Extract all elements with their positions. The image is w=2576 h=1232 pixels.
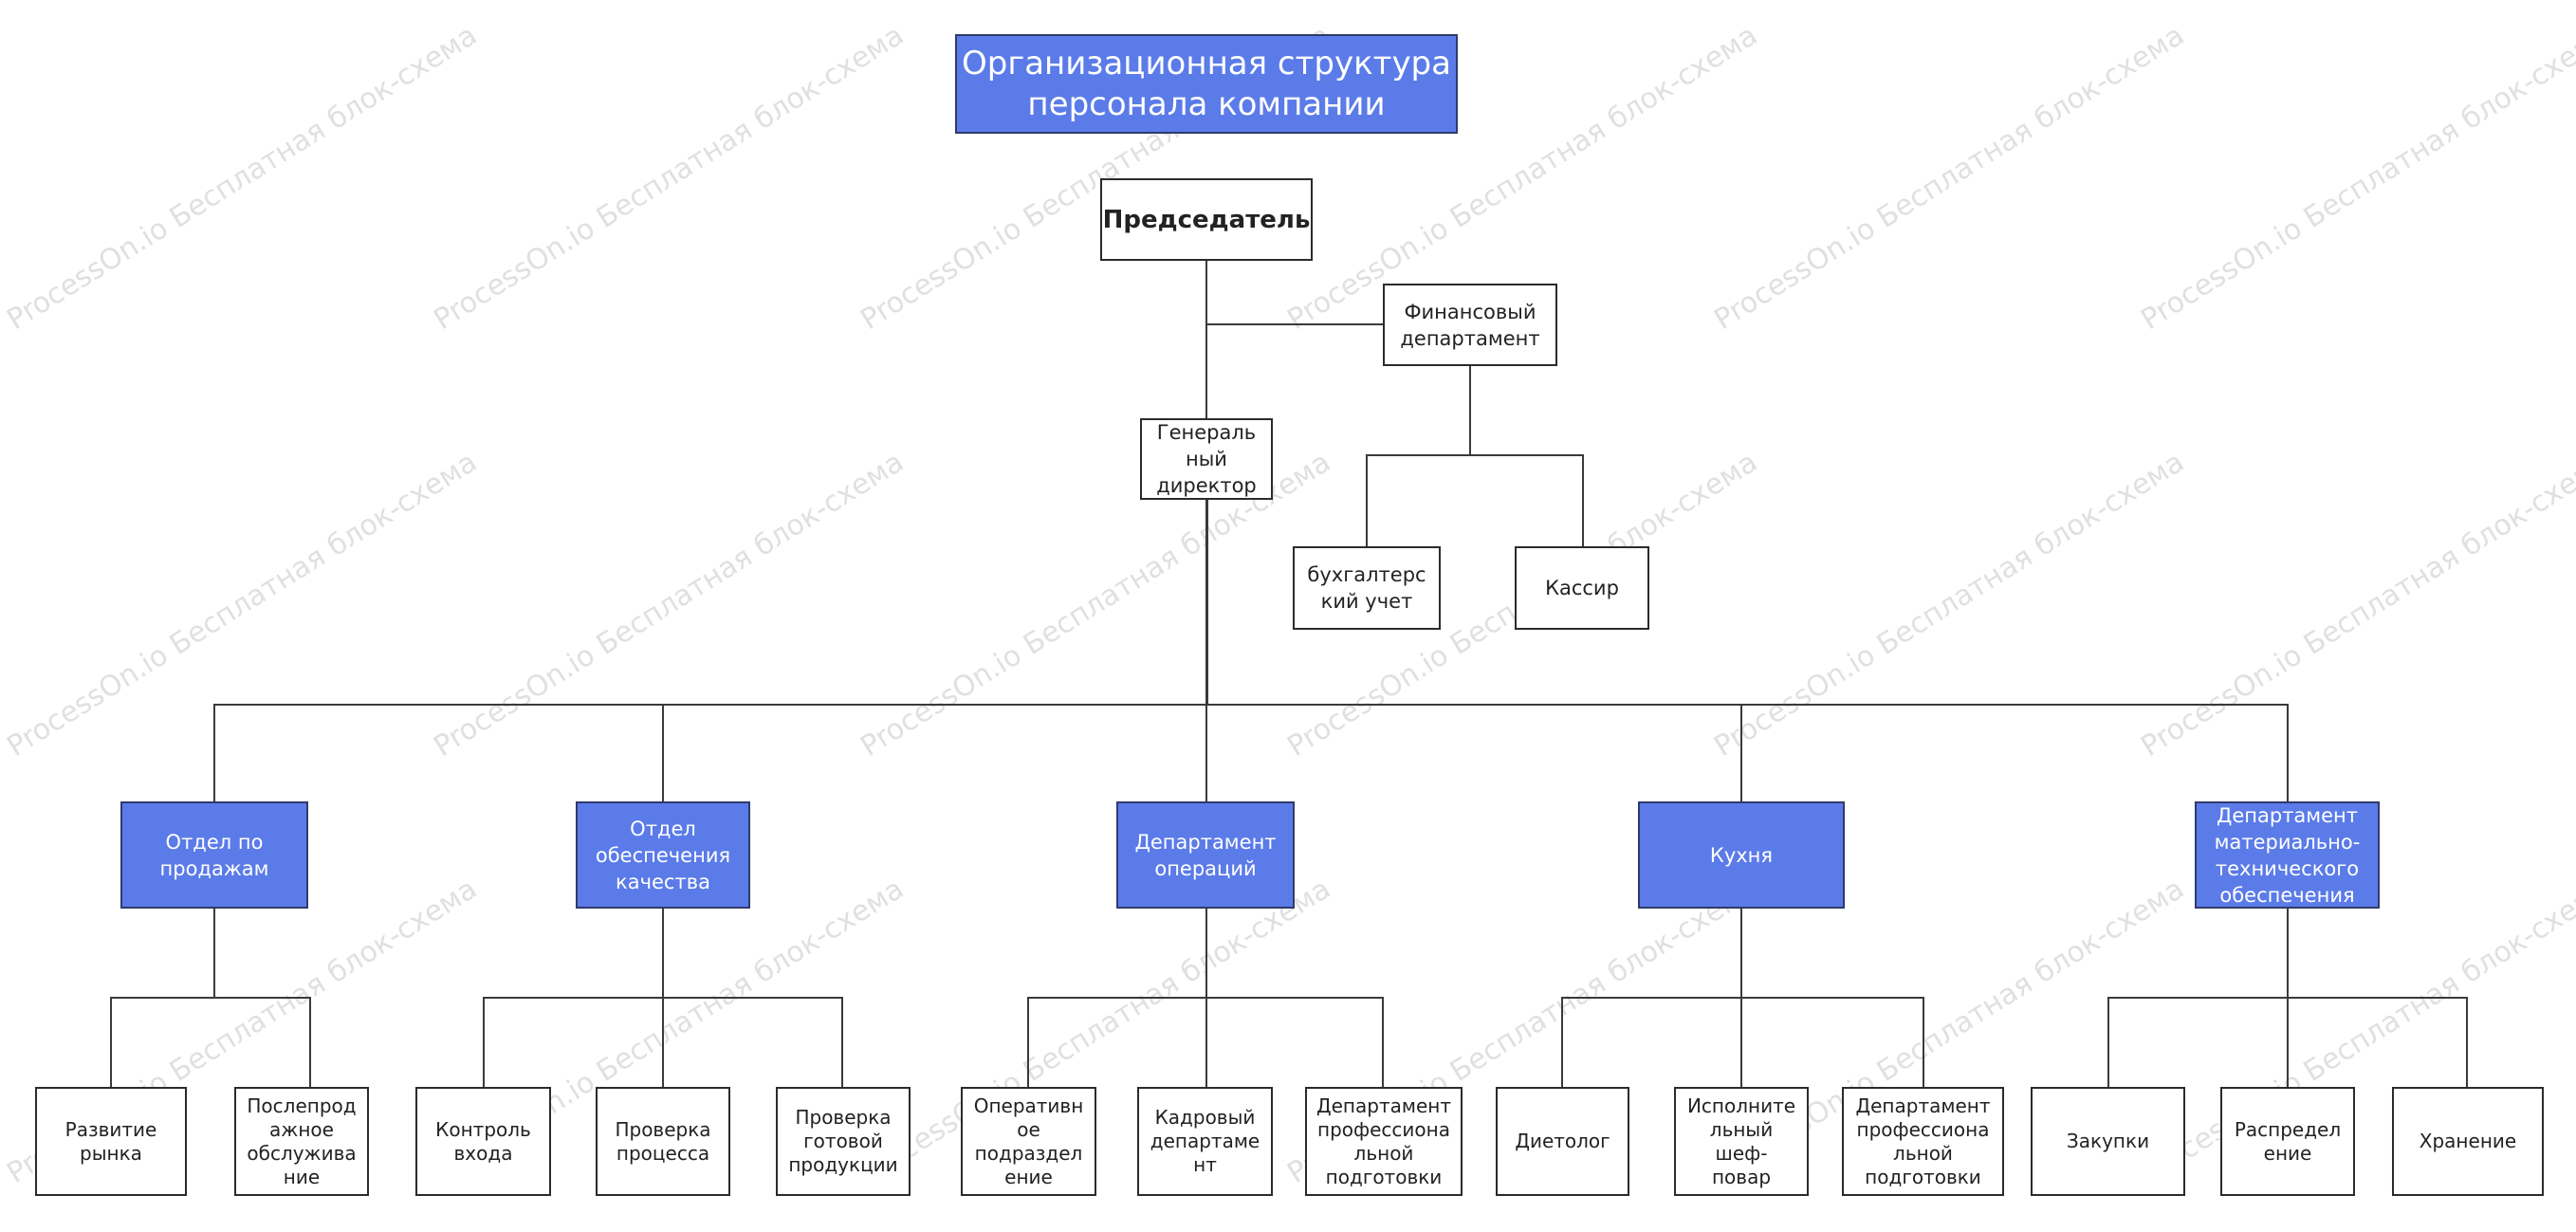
node-qa[interactable]: Отдел обеспечения качества [576,801,750,909]
node-market-dev[interactable]: Развитие рынка [35,1087,187,1196]
connector [2287,997,2289,1088]
watermark: ProcessOn.io Бесплатная блок-схема [1708,18,2191,337]
node-label: Развитие рынка [64,1117,157,1165]
node-distribution[interactable]: Распредел ение [2220,1087,2355,1196]
connector [1205,260,1207,419]
node-dietitian[interactable]: Диетолог [1496,1087,1629,1196]
node-hr[interactable]: Кадровый департаме нт [1137,1087,1273,1196]
connector [110,997,311,999]
connector [2466,997,2468,1088]
chart-title: Организационная структура персонала комп… [955,34,1458,134]
connector [213,704,2289,706]
node-training-kitchen[interactable]: Департамент профессиона льной подготовки [1842,1087,2004,1196]
node-label: Проверка процесса [615,1117,711,1165]
node-label: Хранение [2419,1130,2517,1152]
watermark: ProcessOn.io Бесплатная блок-схема [2135,18,2576,337]
node-storage[interactable]: Хранение [2392,1087,2544,1196]
node-label: Распредел ение [2234,1117,2342,1165]
connector [309,997,311,1088]
connector [2287,704,2289,802]
connector [483,997,485,1088]
node-sales[interactable]: Отдел по продажам [120,801,308,909]
watermark: ProcessOn.io Бесплатная блок-схема [428,18,911,337]
node-label: Отдел обеспечения качества [595,817,731,893]
connector [2107,997,2109,1088]
connector [1561,997,1924,999]
connector [2287,908,2289,998]
node-chairman[interactable]: Председатель [1100,178,1313,261]
connector [110,997,112,1088]
node-accounting[interactable]: бухгалтерс кий учет [1293,546,1441,630]
node-label: Финансовый департамент [1400,300,1540,350]
node-finance[interactable]: Финансовый департамент [1383,284,1557,366]
node-label: Департамент профессиона льной подготовки [1316,1094,1451,1188]
node-process-check[interactable]: Проверка процесса [596,1087,730,1196]
node-ops[interactable]: Департамент операций [1116,801,1295,909]
connector [1582,454,1584,546]
watermark: ProcessOn.io Бесплатная блок-схема [1,18,484,337]
node-exec-chef[interactable]: Исполните льный шеф- повар [1674,1087,1809,1196]
node-label: бухгалтерс кий учет [1307,563,1426,613]
connector [1205,499,1208,706]
node-label: Кассир [1545,577,1619,599]
connector [1205,704,1207,802]
node-ceo[interactable]: Генераль ный директор [1140,418,1273,500]
node-label: Департамент операций [1134,830,1277,880]
node-label: Послепрод ажное обслужива ние [247,1094,357,1188]
connector [1366,454,1368,546]
node-label: Департамент материально- технического об… [2214,803,2361,907]
node-label: Отдел по продажам [159,830,269,880]
connector [662,908,664,998]
connector [1561,997,1563,1088]
node-after-sales[interactable]: Послепрод ажное обслужива ние [234,1087,369,1196]
connector [1469,365,1471,455]
node-label: Департамент профессиона льной подготовки [1855,1094,1991,1188]
node-label: Контроль входа [435,1117,531,1165]
watermark: ProcessOn.io Бесплатная блок-схема [428,445,911,763]
connector [1366,454,1584,456]
connector [1740,997,1742,1088]
node-label: Оперативн ое подраздел ение [973,1094,1084,1188]
node-label: Проверка готовой продукции [788,1106,898,1176]
node-label: Кухня [1709,843,1774,867]
node-logistics[interactable]: Департамент материально- технического об… [2195,801,2380,909]
connector [1923,997,1924,1088]
node-cashier[interactable]: Кассир [1515,546,1649,630]
connector [1740,908,1742,998]
node-label: Диетолог [1515,1130,1610,1152]
node-ops-unit[interactable]: Оперативн ое подраздел ение [961,1087,1096,1196]
node-label: Исполните льный шеф- повар [1686,1094,1796,1188]
node-input-control[interactable]: Контроль входа [415,1087,551,1196]
node-label: Закупки [2066,1130,2150,1152]
connector [1740,704,1742,802]
connector [662,997,664,1088]
node-product-check[interactable]: Проверка готовой продукции [776,1087,911,1196]
connector [1382,997,1384,1088]
connector [213,704,215,802]
connector [1205,997,1207,1088]
chart-title-text: Организационная структура персонала комп… [962,44,1451,123]
connector [213,908,215,998]
connector [1205,908,1207,998]
node-purchasing[interactable]: Закупки [2031,1087,2185,1196]
connector [841,997,843,1088]
watermark: ProcessOn.io Бесплатная блок-схема [2135,445,2576,763]
connector [662,704,664,802]
node-label: Генераль ный директор [1156,421,1257,497]
node-training-ops[interactable]: Департамент профессиона льной подготовки [1305,1087,1463,1196]
watermark: ProcessOn.io Бесплатная блок-схема [1,445,484,763]
connector [1027,997,1029,1088]
watermark: ProcessOn.io Бесплатная блок-схема [1708,445,2191,763]
node-label: Председатель [1102,205,1311,234]
connector [1206,323,1385,325]
node-kitchen[interactable]: Кухня [1638,801,1845,909]
node-label: Кадровый департаме нт [1150,1106,1260,1176]
